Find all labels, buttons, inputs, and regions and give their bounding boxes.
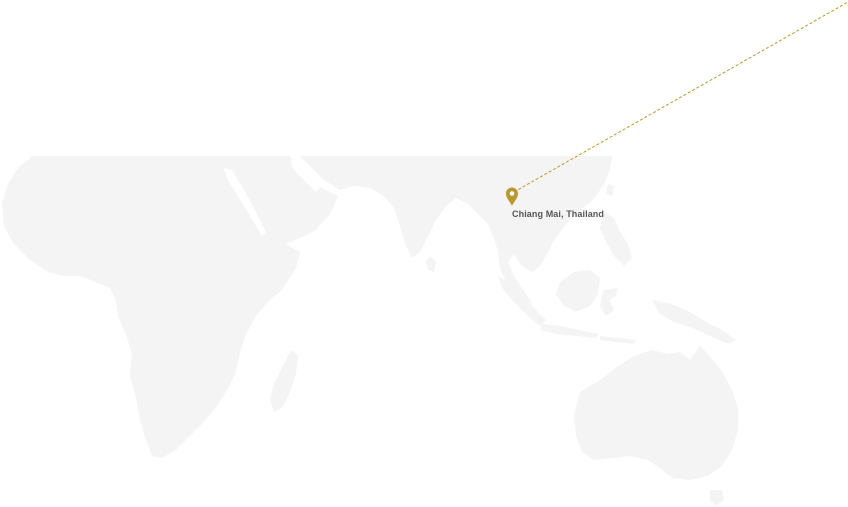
map-pin-icon[interactable] xyxy=(506,187,518,207)
landmass-borneo xyxy=(556,270,600,312)
landmass-new-guinea xyxy=(652,300,736,344)
route-line xyxy=(513,1,848,193)
landmass-philippines xyxy=(600,212,632,266)
landmass-sulawesi xyxy=(600,288,618,316)
landmass-sri-lanka xyxy=(426,256,436,272)
landmass-asia xyxy=(300,156,612,310)
location-label: Chiang Mai, Thailand xyxy=(512,209,605,219)
landmass-java xyxy=(540,324,598,338)
landmass-australia xyxy=(574,346,738,480)
persian-gulf xyxy=(290,160,320,192)
landmass-africa xyxy=(2,156,338,458)
landmass-madagascar xyxy=(270,350,298,412)
landmass-lesser-sunda xyxy=(600,336,636,344)
red-sea xyxy=(224,168,266,236)
landmass-sumatra xyxy=(498,276,546,326)
landmass-taiwan xyxy=(606,184,614,196)
landmass-tasmania xyxy=(710,490,724,506)
